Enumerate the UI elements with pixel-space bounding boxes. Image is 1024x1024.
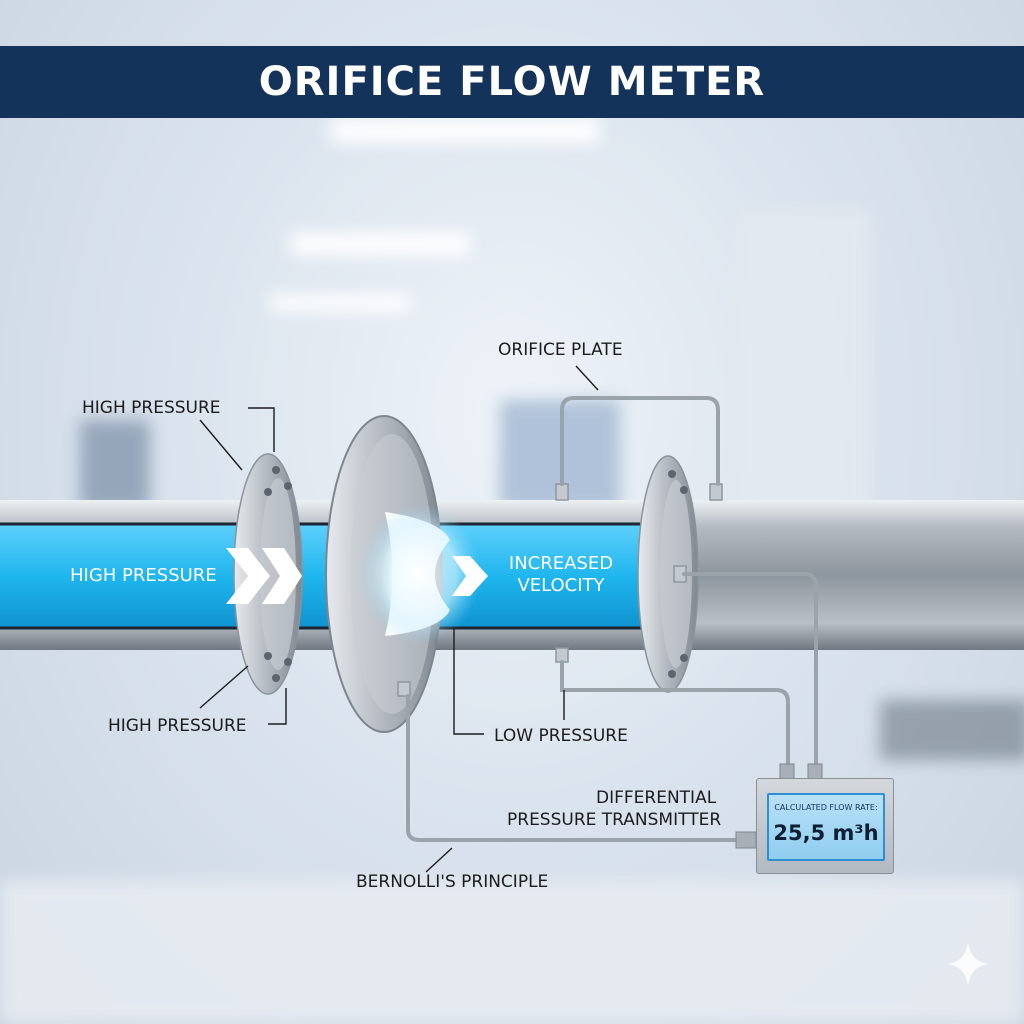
high-pressure-bottom-label: HIGH PRESSURE [108, 716, 247, 736]
outlet-flow-label-line2: VELOCITY [496, 575, 626, 597]
pressure-transmitter: CALCULATED FLOW RATE: 25,5 m³h [756, 778, 894, 874]
inlet-flow-label: HIGH PRESSURE [70, 565, 230, 587]
flow-rate-caption: CALCULATED FLOW RATE: [769, 803, 883, 812]
flow-rate-value: 25,5 m³h [769, 821, 883, 845]
high-pressure-top-label: HIGH PRESSURE [82, 398, 221, 418]
bernoulli-label: BERNOLLI'S PRINCIPLE [356, 872, 548, 892]
transmitter-label-line2: PRESSURE TRANSMITTER [507, 810, 721, 830]
outlet-flow-label-line1: INCREASED [496, 553, 626, 575]
low-pressure-label: LOW PRESSURE [494, 726, 628, 746]
transmitter-label-line1: DIFFERENTIAL [596, 788, 716, 808]
transmitter-screen: CALCULATED FLOW RATE: 25,5 m³h [767, 793, 885, 861]
sparkle-icon [944, 940, 992, 988]
orifice-plate-label: ORIFICE PLATE [498, 340, 623, 360]
